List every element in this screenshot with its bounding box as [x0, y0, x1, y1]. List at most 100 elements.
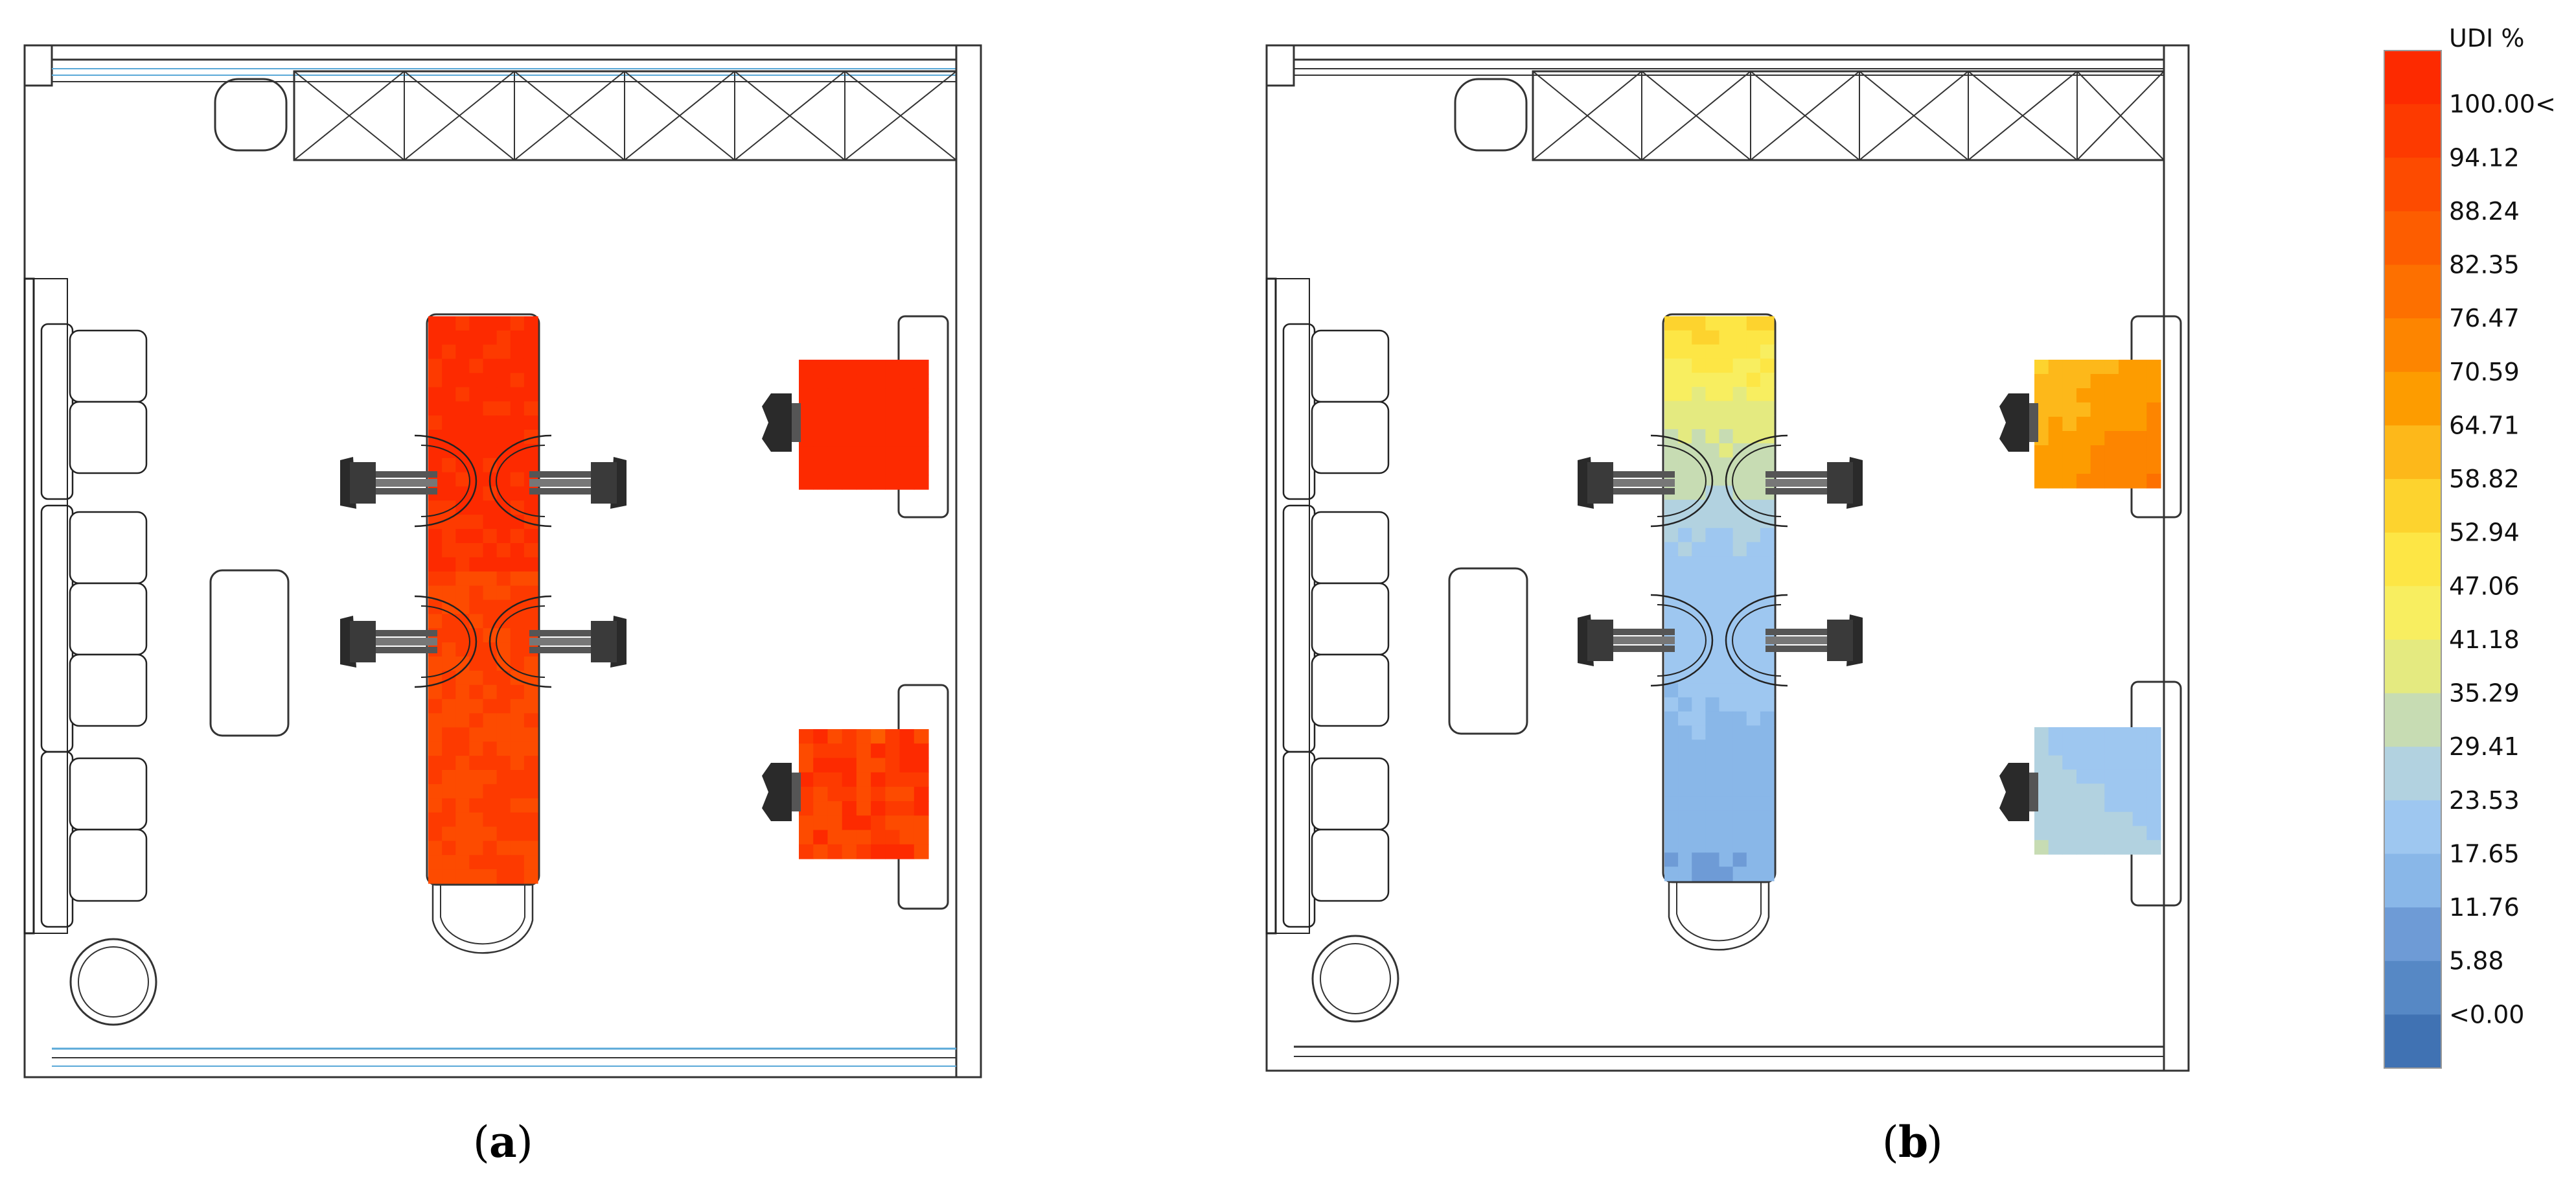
heatmap-cell [1705, 640, 1720, 656]
heatmap-cell [1719, 683, 1734, 698]
heatmap-cell [1705, 740, 1720, 754]
heatmap-desk-top-a [799, 360, 929, 490]
heatmap-cell [1732, 782, 1747, 797]
heatmap-cell [442, 387, 456, 402]
heatmap-cell [799, 360, 814, 375]
heatmap-cell [1692, 570, 1706, 585]
heatmap-cell [2090, 417, 2105, 432]
heatmap-cell [1719, 796, 1734, 811]
heatmap-cell [885, 772, 901, 787]
heatmap-cell [885, 830, 901, 845]
legend-label: 35.29 [2449, 679, 2520, 708]
heatmap-cell [523, 458, 538, 473]
heatmap-cell [469, 642, 484, 657]
heatmap-cell [1678, 358, 1692, 373]
heatmap-cell [2119, 741, 2133, 756]
heatmap-cell [469, 387, 484, 402]
heatmap-cell [442, 657, 456, 671]
heatmap-cell [455, 642, 470, 657]
heatmap-cell [442, 430, 456, 445]
heatmap-cell [1664, 697, 1679, 712]
heatmap-cell [2104, 374, 2119, 389]
heatmap-cell [455, 855, 470, 870]
heatmap-cell [871, 743, 886, 759]
heatmap-cell [510, 812, 525, 828]
heatmap-cell [2090, 388, 2105, 403]
caption-b: ( b ) [1882, 1117, 1943, 1167]
heatmap-cell [1732, 852, 1747, 867]
heatmap-cell [856, 786, 871, 802]
heatmap-cell [2048, 755, 2063, 770]
heatmap-cell [496, 344, 511, 360]
heatmap-cell [914, 743, 929, 759]
heatmap-cell [496, 741, 511, 756]
heatmap-cell [483, 557, 498, 572]
legend-label: 100.00< [2449, 90, 2556, 119]
heatmap-cell [2119, 460, 2133, 474]
heatmap-cell [469, 373, 484, 388]
heatmap-cell [842, 758, 857, 773]
heatmap-cell [1746, 711, 1761, 727]
heatmap-cell [1719, 429, 1734, 444]
heatmap-cell [1732, 344, 1747, 359]
heatmap-cell [1760, 612, 1775, 627]
heatmap-cell [2104, 431, 2119, 446]
heatmap-cell [2132, 388, 2147, 403]
heatmap-cell [899, 729, 915, 744]
heatmap-cell [442, 684, 456, 700]
heatmap-cell [2034, 840, 2049, 855]
heatmap-cell [899, 474, 915, 490]
heatmap-cell [428, 585, 443, 601]
heatmap-cell [483, 571, 498, 587]
heatmap-cell [510, 373, 525, 388]
heatmap-cell [885, 801, 901, 816]
heatmap-cell [2104, 755, 2119, 770]
heatmap-cell [496, 585, 511, 601]
heatmap-cell [2104, 784, 2119, 798]
heatmap-cell [1760, 767, 1775, 783]
heatmap-cell [523, 670, 538, 686]
heatmap-cell [1760, 655, 1775, 670]
heatmap-cell [2104, 727, 2119, 742]
heatmap-cell [523, 727, 538, 742]
legend-swatch [2384, 854, 2441, 908]
heatmap-cell [885, 374, 901, 390]
heatmap-cell [428, 358, 443, 374]
heatmap-cell [1692, 443, 1706, 458]
heatmap-cell [483, 869, 498, 884]
heatmap-cell [899, 417, 915, 432]
legend-swatch [2384, 51, 2441, 105]
heatmap-cell [510, 344, 525, 360]
heatmap-cell [1746, 754, 1761, 769]
heatmap-cell [469, 699, 484, 714]
heatmap-cell [1719, 373, 1734, 388]
heatmap-cell [428, 458, 443, 473]
heatmap-cell [813, 743, 829, 759]
heatmap-cell [428, 430, 443, 445]
heatmap-cell [523, 316, 538, 331]
heatmap-cell [442, 415, 456, 430]
heatmap-cell [1692, 796, 1706, 811]
heatmap-cell [1760, 852, 1775, 867]
heatmap-cell [1678, 373, 1692, 388]
heatmap-cell [2090, 402, 2105, 417]
heatmap-cell [885, 460, 901, 476]
heatmap-cell [2062, 374, 2077, 389]
heatmap-cell [523, 798, 538, 813]
heatmap-cell [856, 374, 871, 390]
heatmap-cell [2048, 445, 2063, 460]
heatmap-cell [842, 815, 857, 831]
heatmap-cell [1732, 838, 1747, 854]
heatmap-cell [1732, 330, 1747, 345]
heatmap-cell [1719, 711, 1734, 727]
heatmap-cell [442, 344, 456, 360]
heatmap-cell [2104, 811, 2119, 827]
heatmap-cell [2076, 840, 2091, 855]
heatmap-cell [1746, 528, 1761, 542]
heatmap-cell [871, 729, 886, 744]
heatmap-cell [1760, 838, 1775, 854]
heatmap-cell [885, 432, 901, 447]
heatmap-cell [2132, 769, 2147, 784]
heatmap-cell [455, 387, 470, 402]
heatmap-cell [496, 628, 511, 643]
